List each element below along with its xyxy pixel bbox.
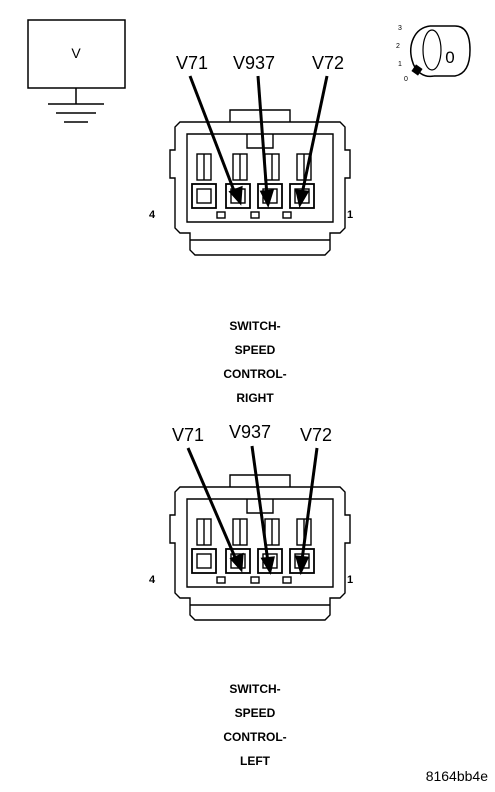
caption-line: CONTROL-	[223, 367, 286, 381]
ignition-pos-1: 1	[398, 61, 402, 68]
wire-pointer	[256, 75, 269, 197]
wire-label: V72	[300, 425, 332, 445]
ignition-pos-0: 0	[404, 76, 408, 83]
caption-line: SPEED	[235, 343, 276, 357]
wire-pointer	[188, 75, 238, 197]
connector-switch-speed-control-right: V71 V937 V72 4 1 SWITCH- SPEED CONTROL- …	[149, 53, 353, 405]
ignition-current-position: 0	[445, 48, 454, 67]
caption-line: SWITCH-	[229, 682, 280, 696]
wire-label: V937	[229, 422, 271, 442]
ignition-pos-3: 3	[398, 25, 402, 32]
wire-pointer	[300, 75, 329, 195]
wire-pointer	[186, 447, 239, 563]
caption-line: SPEED	[235, 706, 276, 720]
caption-line: LEFT	[240, 754, 271, 768]
caption-line: CONTROL-	[223, 730, 286, 744]
wire-label: V71	[172, 425, 204, 445]
wire-pointer	[300, 447, 319, 561]
wire-label: V937	[233, 53, 275, 73]
connector-switch-speed-control-left: V71 V937 V72 4 1 SWITCH- SPEED CONTROL- …	[149, 422, 353, 768]
ground-icon	[48, 88, 104, 123]
pin-number-right: 1	[347, 209, 353, 221]
caption-line: SWITCH-	[229, 319, 280, 333]
voltmeter-label: V	[71, 45, 81, 61]
ignition-key-icon: 3 2 1 0 0	[396, 25, 471, 83]
wire-label: V72	[312, 53, 344, 73]
figure-code: 8164bb4e	[426, 768, 489, 784]
pin-number-left: 4	[149, 574, 156, 586]
voltmeter-symbol: V	[27, 19, 126, 123]
caption-line: RIGHT	[236, 391, 274, 405]
pin-number-right: 1	[347, 574, 353, 586]
wire-label: V71	[176, 53, 208, 73]
ignition-pos-2: 2	[396, 43, 400, 50]
pin-number-left: 4	[149, 209, 156, 221]
wire-pointer	[250, 445, 270, 563]
